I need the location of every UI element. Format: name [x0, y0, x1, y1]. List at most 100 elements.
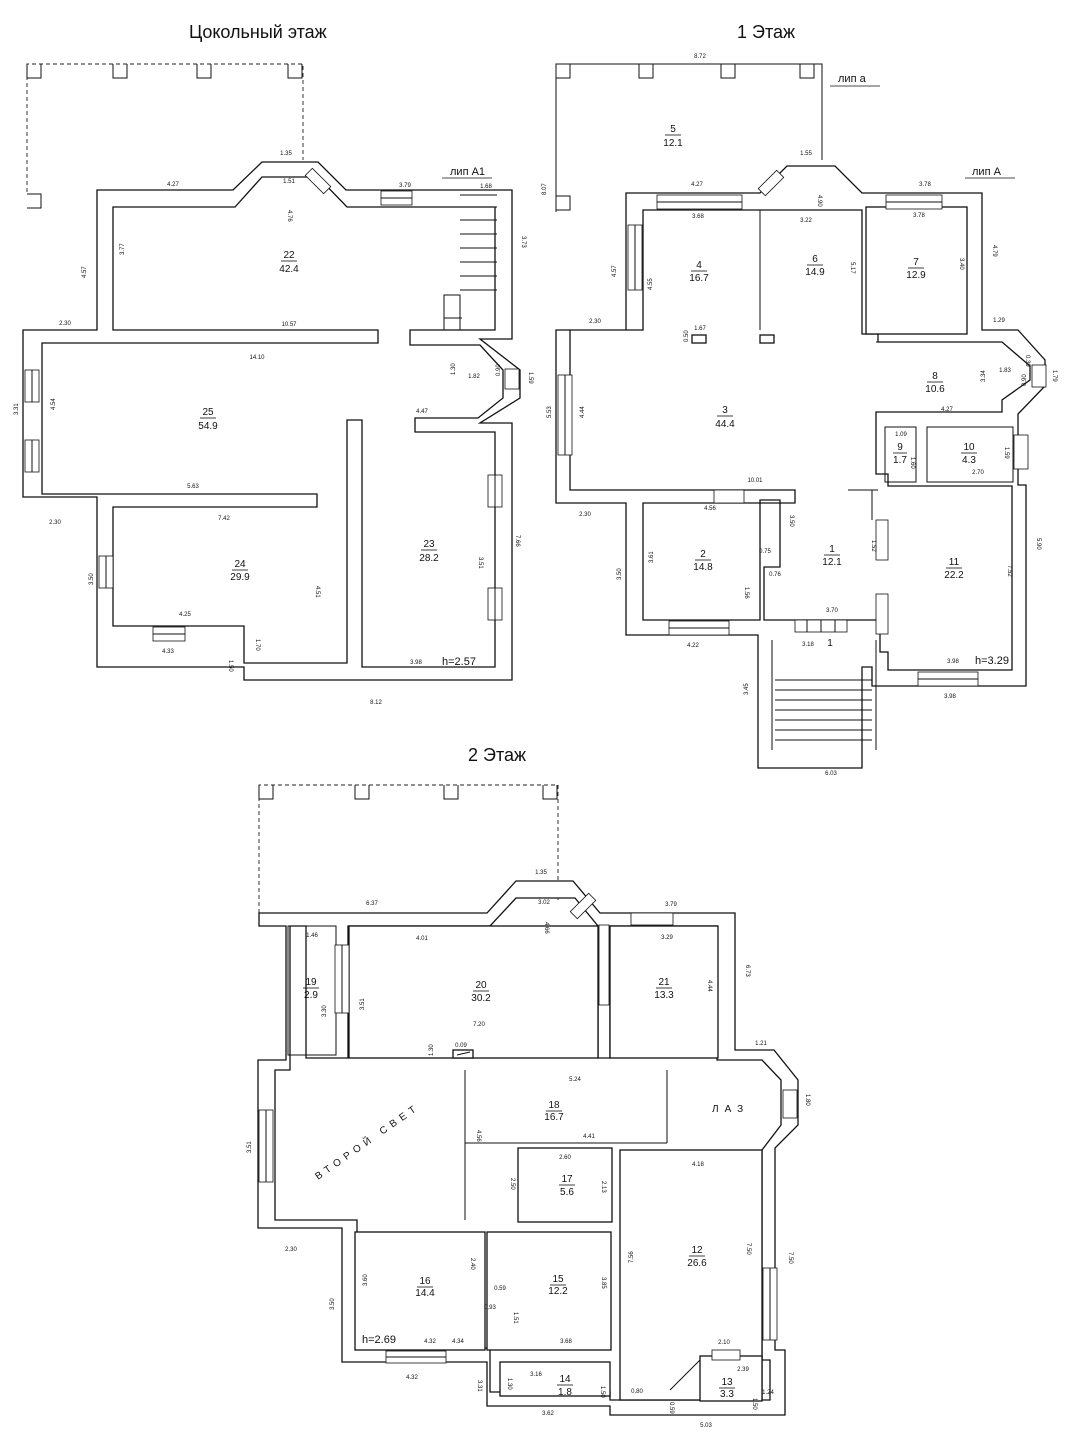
dimension-label: 1.70 — [254, 639, 260, 651]
dimension-label: 3.16 — [530, 1372, 542, 1378]
dimension-label: 0.80 — [631, 1389, 643, 1395]
dimension-label: 5.17 — [849, 262, 855, 274]
dimension-label: 1.51 — [283, 179, 295, 185]
basement-plan: лип А1 22 42.4 25 54.9 24 29.9 23 28.2 h… — [14, 63, 533, 706]
dimension-label: 3.51 — [360, 998, 366, 1010]
room-area: 13.3 — [654, 990, 674, 1001]
dimension-label: 4.57 — [612, 265, 618, 277]
room-area: 30.2 — [471, 993, 491, 1004]
room-number: 15 — [552, 1274, 564, 1285]
first-lip-a-label: лип а — [838, 73, 867, 85]
dimension-label: 3.31 — [14, 403, 20, 415]
dimension-label: 8.07 — [542, 183, 548, 195]
dimension-label: 1.79 — [1051, 370, 1057, 382]
dimension-label: 2.30 — [49, 520, 61, 526]
dimension-label: 3.45 — [744, 683, 750, 695]
dimension-label: 1.59 — [527, 372, 533, 384]
room-area: 5.6 — [560, 1187, 574, 1198]
entrance-label: 1 — [827, 638, 833, 649]
room-number: 3 — [722, 405, 728, 416]
dimension-label: 3.79 — [665, 902, 677, 908]
room-number: 4 — [696, 260, 702, 271]
room-number: 9 — [897, 442, 903, 453]
dimension-label: 7.56 — [629, 1251, 635, 1263]
dimension-label: 3.50 — [330, 1298, 336, 1310]
dimension-label: 2.60 — [559, 1155, 571, 1161]
second-height: h=2.69 — [362, 1334, 396, 1346]
dimension-label: 10.01 — [747, 478, 763, 484]
first-lip-A-label: лип А — [972, 166, 1002, 178]
second-floor-plan: второй свет лаз h=2.69 19 2.9 20 30.2 21… — [247, 784, 810, 1429]
dimension-label: 4.33 — [162, 649, 174, 655]
room-area: 12.1 — [663, 138, 683, 149]
dimension-label: 2.70 — [972, 470, 984, 476]
dimension-label: 2.30 — [59, 321, 71, 327]
dimension-label: 1.46 — [306, 933, 318, 939]
first-height: h=3.29 — [975, 655, 1009, 667]
room-number: 12 — [691, 1245, 703, 1256]
dimension-label: 3.31 — [476, 1380, 482, 1392]
dimension-label: 3.77 — [120, 243, 126, 255]
dimension-label: 3.98 — [410, 660, 422, 666]
laz-label: лаз — [712, 1104, 749, 1115]
room-area: 12.2 — [548, 1286, 568, 1297]
room-area: 22.2 — [944, 570, 964, 581]
dimension-label: 5.53 — [547, 406, 553, 418]
dimension-label: 2.30 — [285, 1247, 297, 1253]
room-number: 7 — [913, 257, 919, 268]
dimension-label: 3.78 — [913, 213, 925, 219]
room-area: 10.6 — [925, 384, 945, 395]
dimension-label: 0.09 — [455, 1043, 467, 1049]
dimension-label: 3.34 — [981, 370, 987, 382]
dimension-label: 2.30 — [579, 512, 591, 518]
dimension-label: 6.03 — [825, 771, 837, 777]
room-area: 12.1 — [822, 557, 842, 568]
dimension-label: 1.29 — [993, 318, 1005, 324]
room-area: 16.7 — [689, 273, 709, 284]
dimension-label: 4.41 — [583, 1134, 595, 1140]
dimension-label: 4.79 — [991, 245, 997, 257]
dimension-label: 4.27 — [167, 182, 179, 188]
dimension-label: 3.30 — [322, 1005, 328, 1017]
second-floor-title: 2 Этаж — [468, 745, 527, 765]
dimension-label: 1.51 — [512, 1312, 518, 1324]
dimension-label: 4.47 — [416, 409, 428, 415]
room-number: 2 — [700, 549, 706, 560]
room-number: 5 — [670, 124, 676, 135]
room-number: 25 — [202, 407, 214, 418]
dimension-label: 4.56 — [704, 506, 716, 512]
dimension-label: 0.90 — [1022, 374, 1028, 386]
room-area: 29.9 — [230, 572, 250, 583]
room-number: 19 — [305, 977, 317, 988]
room-area: 3.3 — [720, 1389, 734, 1400]
dimension-label: 6.37 — [366, 901, 378, 907]
dimension-label: 3.98 — [944, 694, 956, 700]
room-area: 26.6 — [687, 1258, 707, 1269]
dimension-label: 5.63 — [187, 484, 199, 490]
dimension-label: 3.40 — [958, 258, 964, 270]
dimension-label: 7.66 — [514, 535, 520, 547]
room-number: 17 — [561, 1174, 573, 1185]
dimension-label: 14.10 — [249, 355, 265, 361]
dimension-label: 3.70 — [826, 608, 838, 614]
dimension-label: 5.90 — [1035, 538, 1041, 550]
room-number: 14 — [559, 1374, 571, 1385]
room-area: 1.7 — [893, 455, 907, 466]
dimension-label: 1.56 — [743, 587, 749, 599]
room-number: 1 — [829, 544, 835, 555]
dimension-label: 3.79 — [399, 183, 411, 189]
dimension-label: 4.01 — [416, 936, 428, 942]
dimension-label: 4.51 — [314, 586, 320, 598]
dimension-label: 1.68 — [480, 184, 492, 190]
dimension-label: 4.34 — [452, 1339, 464, 1345]
room-number: 10 — [963, 442, 975, 453]
dimension-label: 2.39 — [737, 1367, 749, 1373]
dimension-label: 3.02 — [538, 900, 550, 906]
dimension-label: 1.35 — [280, 151, 292, 157]
dimension-label: 0.59 — [668, 1402, 674, 1414]
dimension-label: 3.78 — [919, 182, 931, 188]
room-number: 8 — [932, 371, 938, 382]
room-number: 18 — [548, 1100, 560, 1111]
dimension-label: 4.76 — [286, 210, 292, 222]
